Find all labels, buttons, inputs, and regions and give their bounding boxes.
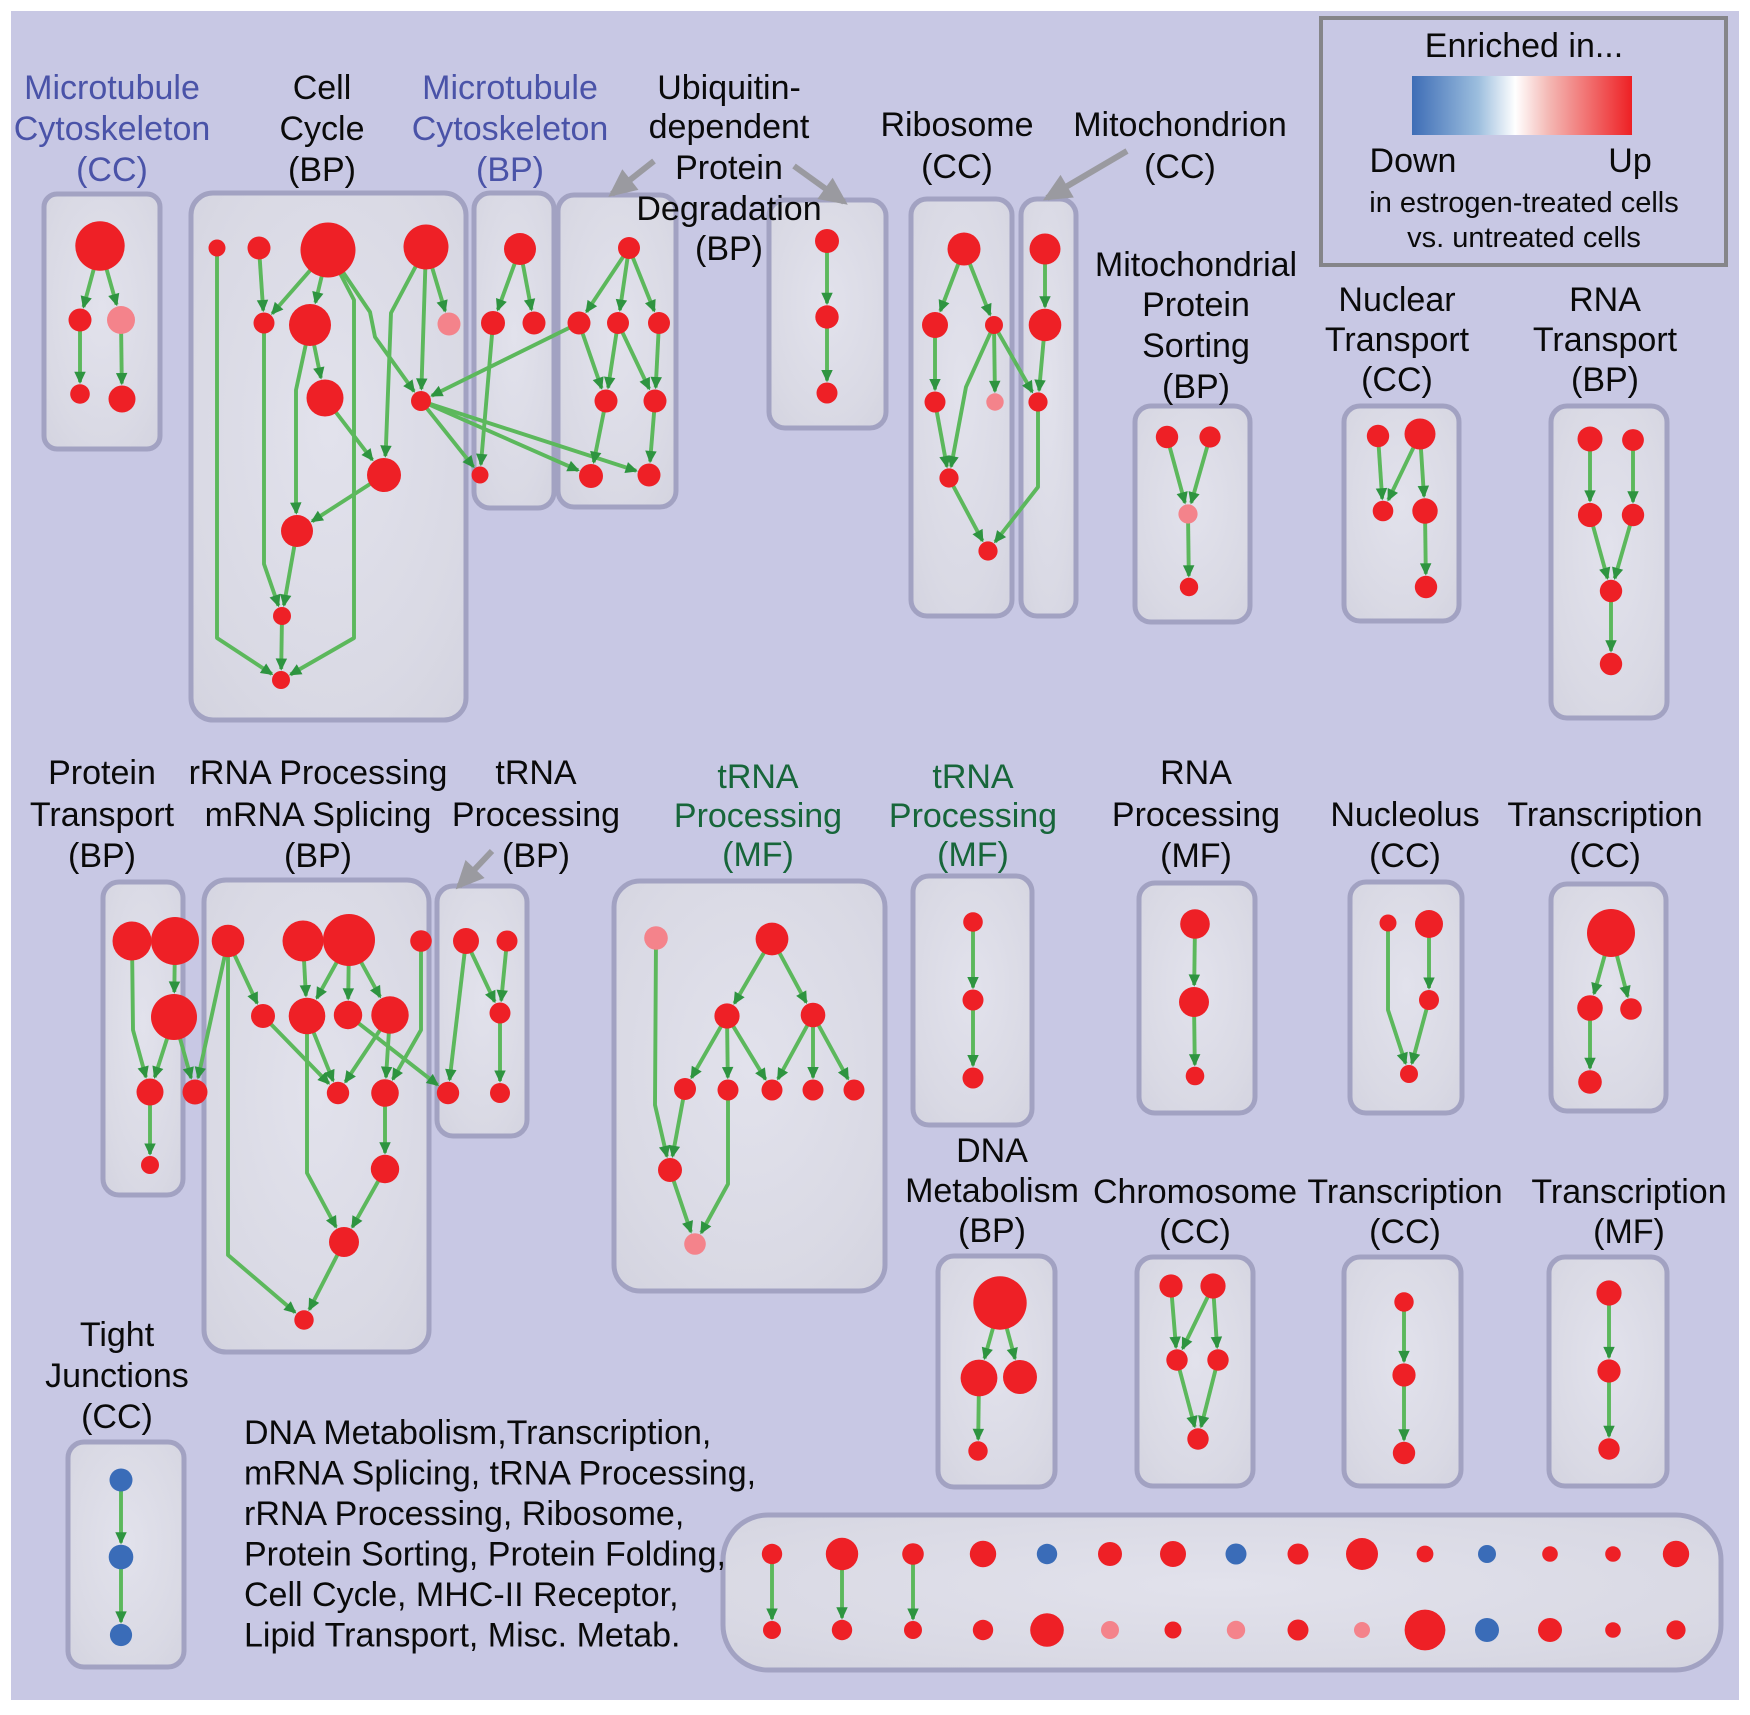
svg-text:(BP): (BP) bbox=[1162, 368, 1230, 406]
svg-text:Protein: Protein bbox=[48, 754, 156, 792]
svg-text:(CC): (CC) bbox=[1144, 148, 1216, 186]
svg-text:rRNA Processing: rRNA Processing bbox=[189, 754, 448, 792]
svg-text:Chromosome: Chromosome bbox=[1093, 1173, 1297, 1211]
svg-text:Enriched in...: Enriched in... bbox=[1425, 27, 1623, 65]
svg-text:(BP): (BP) bbox=[68, 837, 136, 875]
svg-text:(CC): (CC) bbox=[1369, 837, 1441, 875]
svg-text:Nuclear: Nuclear bbox=[1338, 281, 1455, 319]
svg-text:RNA: RNA bbox=[1160, 754, 1232, 792]
svg-text:Transport: Transport bbox=[1533, 321, 1678, 359]
svg-text:(BP): (BP) bbox=[476, 151, 544, 189]
svg-text:(CC): (CC) bbox=[1369, 1213, 1441, 1251]
svg-text:Transport: Transport bbox=[1325, 321, 1470, 359]
svg-text:Protein: Protein bbox=[675, 149, 783, 187]
svg-text:Cell Cycle, MHC-II Receptor,: Cell Cycle, MHC-II Receptor, bbox=[244, 1576, 679, 1614]
svg-text:(MF): (MF) bbox=[722, 836, 794, 874]
svg-text:Degradation: Degradation bbox=[636, 190, 821, 228]
svg-text:(BP): (BP) bbox=[288, 151, 356, 189]
svg-text:Metabolism: Metabolism bbox=[905, 1172, 1079, 1210]
svg-text:Down: Down bbox=[1370, 142, 1457, 180]
svg-text:in estrogen-treated cells: in estrogen-treated cells bbox=[1369, 187, 1679, 219]
svg-text:Protein: Protein bbox=[1142, 286, 1250, 324]
svg-text:Sorting: Sorting bbox=[1142, 327, 1250, 365]
svg-text:Junctions: Junctions bbox=[45, 1357, 189, 1395]
svg-text:Transport: Transport bbox=[30, 796, 175, 834]
svg-text:(MF): (MF) bbox=[1160, 837, 1232, 875]
svg-text:Processing: Processing bbox=[889, 797, 1057, 835]
svg-text:Up: Up bbox=[1608, 142, 1651, 180]
svg-text:DNA Metabolism,Transcription,: DNA Metabolism,Transcription, bbox=[244, 1414, 711, 1452]
svg-text:(CC): (CC) bbox=[921, 148, 993, 186]
svg-text:tRNA: tRNA bbox=[932, 758, 1014, 796]
svg-text:Cell: Cell bbox=[293, 69, 352, 107]
svg-text:mRNA Splicing: mRNA Splicing bbox=[205, 796, 432, 834]
svg-text:Mitochondrial: Mitochondrial bbox=[1095, 246, 1297, 284]
svg-text:(MF): (MF) bbox=[937, 836, 1009, 874]
svg-text:Mitochondrion: Mitochondrion bbox=[1073, 106, 1287, 144]
svg-text:(CC): (CC) bbox=[81, 1398, 153, 1436]
svg-text:(BP): (BP) bbox=[1571, 361, 1639, 399]
svg-text:Ribosome: Ribosome bbox=[880, 106, 1033, 144]
svg-text:RNA: RNA bbox=[1569, 281, 1641, 319]
svg-text:Lipid Transport, Misc. Metab.: Lipid Transport, Misc. Metab. bbox=[244, 1617, 681, 1655]
svg-text:Cytoskeleton: Cytoskeleton bbox=[412, 110, 609, 148]
svg-text:tRNA: tRNA bbox=[495, 754, 577, 792]
svg-text:(BP): (BP) bbox=[284, 837, 352, 875]
svg-text:Transcription: Transcription bbox=[1507, 796, 1702, 834]
svg-text:Nucleolus: Nucleolus bbox=[1330, 796, 1479, 834]
svg-text:Processing: Processing bbox=[674, 797, 842, 835]
svg-text:Microtubule: Microtubule bbox=[24, 69, 200, 107]
svg-text:Processing: Processing bbox=[452, 796, 620, 834]
svg-text:Cycle: Cycle bbox=[279, 110, 364, 148]
svg-text:Transcription: Transcription bbox=[1531, 1173, 1726, 1211]
svg-text:Ubiquitin-: Ubiquitin- bbox=[657, 69, 801, 107]
svg-text:DNA: DNA bbox=[956, 1132, 1028, 1170]
svg-text:Processing: Processing bbox=[1112, 796, 1280, 834]
svg-text:dependent: dependent bbox=[649, 108, 810, 146]
svg-text:Transcription: Transcription bbox=[1307, 1173, 1502, 1211]
svg-text:mRNA Splicing, tRNA Processing: mRNA Splicing, tRNA Processing, bbox=[244, 1455, 756, 1493]
svg-text:(BP): (BP) bbox=[695, 230, 763, 268]
svg-text:Tight: Tight bbox=[80, 1316, 155, 1354]
svg-text:rRNA Processing, Ribosome,: rRNA Processing, Ribosome, bbox=[244, 1495, 684, 1533]
svg-text:(BP): (BP) bbox=[502, 837, 570, 875]
svg-text:(CC): (CC) bbox=[1361, 361, 1433, 399]
svg-text:tRNA: tRNA bbox=[717, 758, 799, 796]
svg-text:(CC): (CC) bbox=[1159, 1213, 1231, 1251]
svg-text:vs. untreated cells: vs. untreated cells bbox=[1407, 222, 1641, 254]
svg-text:(CC): (CC) bbox=[76, 151, 148, 189]
svg-text:Cytoskeleton: Cytoskeleton bbox=[14, 110, 211, 148]
svg-text:Protein Sorting, Protein Foldi: Protein Sorting, Protein Folding, bbox=[244, 1536, 726, 1574]
svg-text:(MF): (MF) bbox=[1593, 1213, 1665, 1251]
svg-text:(BP): (BP) bbox=[958, 1212, 1026, 1250]
svg-text:(CC): (CC) bbox=[1569, 837, 1641, 875]
svg-text:Microtubule: Microtubule bbox=[422, 69, 598, 107]
